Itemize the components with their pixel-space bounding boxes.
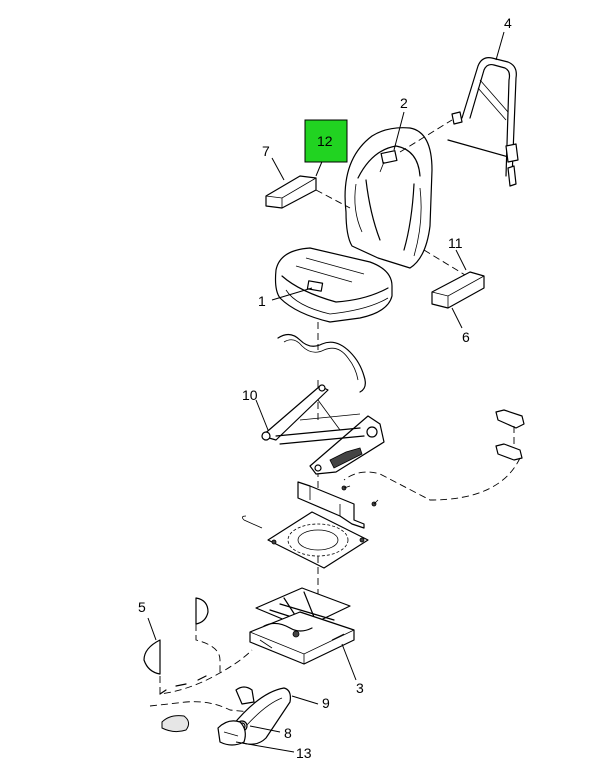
part-3-suspension-base [249, 587, 355, 665]
callout-6[interactable]: 6 [462, 329, 470, 345]
callout-8[interactable]: 8 [284, 725, 292, 741]
alignment-line-armrest-left [315, 189, 351, 209]
callout-1[interactable]: 1 [258, 293, 266, 309]
seat-cable [277, 333, 366, 393]
turntable-plate [242, 511, 369, 600]
callout-10[interactable]: 10 [242, 387, 258, 403]
part-4-headrest-frame [447, 57, 519, 187]
part-5-rear-cover [143, 597, 221, 675]
leader-lines [147, 31, 505, 753]
callout-11[interactable]: 11 [448, 235, 463, 251]
callout-12[interactable]: 12 [317, 133, 333, 149]
cable-harness [149, 649, 253, 713]
fastener-assembly-right [495, 409, 525, 461]
callout-3[interactable]: 3 [356, 680, 364, 696]
callout-12-highlight[interactable] [304, 119, 348, 163]
small-bracket-lower [161, 686, 255, 733]
alignment-line-right-fastener [343, 457, 521, 501]
part-6-right-armrest [431, 271, 485, 309]
callout-2[interactable]: 2 [400, 95, 408, 111]
callout-5[interactable]: 5 [138, 599, 146, 615]
part-10-seat-frame [261, 384, 385, 475]
callout-9[interactable]: 9 [322, 695, 330, 711]
part-13-knob [217, 720, 246, 746]
part-2-seat-back [344, 127, 433, 269]
alignment-line-headrest [399, 119, 453, 153]
alignment-line-armrest-right [423, 249, 471, 279]
callout-13[interactable]: 13 [296, 745, 312, 761]
callout-7[interactable]: 7 [262, 143, 270, 159]
part-1-seat-cushion [274, 247, 393, 323]
part-7-left-armrest [265, 175, 317, 209]
callout-4[interactable]: 4 [504, 15, 512, 31]
mounting-bracket [297, 481, 379, 529]
